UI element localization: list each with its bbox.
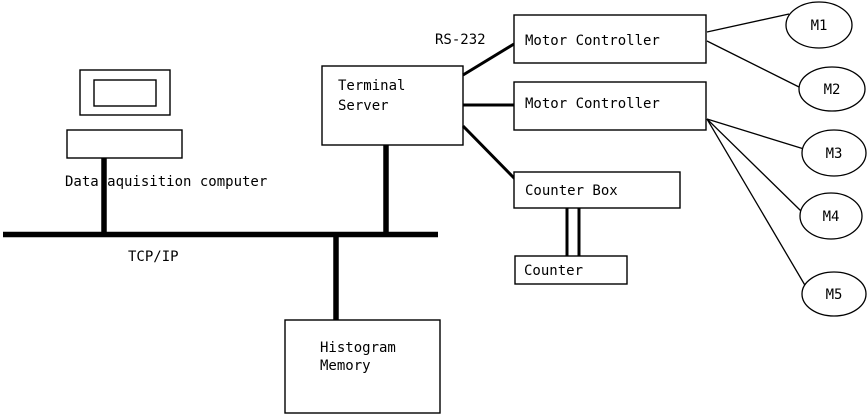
link-terminal-server-to-motor-controller-1 xyxy=(462,42,515,77)
link-terminal-server-to-counter-box xyxy=(461,124,518,182)
counter-box-small-rect[interactable] xyxy=(514,255,628,285)
link-motor-controller-1-to-m2 xyxy=(706,40,802,89)
motor-m3-label: M3 xyxy=(826,146,843,162)
motor-controller-1-node[interactable]: Motor Controller xyxy=(513,14,707,64)
link-motor-controller-1-to-m1 xyxy=(706,13,790,33)
link-motor-controller-2-to-m3 xyxy=(706,118,805,150)
motor-m4-label: M4 xyxy=(823,209,840,225)
motor-m1-ellipse[interactable] xyxy=(785,1,853,49)
tcpip-bus-group xyxy=(3,143,438,322)
motor-controller-2-node[interactable]: Motor Controller xyxy=(513,81,707,131)
motor-m5-label: M5 xyxy=(826,287,843,303)
link-motor-controller-2-to-m5 xyxy=(706,118,807,288)
terminal-server-box[interactable] xyxy=(321,65,464,146)
link-motor-controller-2-to-m4 xyxy=(706,118,802,212)
rs232-link-group xyxy=(461,42,518,182)
histogram-memory-node[interactable]: Histogram Memory xyxy=(284,319,441,414)
tcpip-bus-label: TCP/IP xyxy=(128,249,179,265)
motor-controller-2-box[interactable] xyxy=(513,81,707,131)
data-acquisition-computer-node[interactable] xyxy=(66,69,183,159)
motor-m3-ellipse[interactable] xyxy=(801,129,867,177)
histogram-memory-box[interactable] xyxy=(284,319,441,414)
terminal-server-label-line2: Server xyxy=(338,98,389,114)
motor-m3-node[interactable]: M3 xyxy=(801,129,867,177)
data-acquisition-computer-label: Data aquisition computer xyxy=(65,174,267,190)
motor-controller-1-box[interactable] xyxy=(513,14,707,64)
counter-box-label: Counter Box xyxy=(525,183,618,199)
motor-links-controller-2 xyxy=(706,118,807,288)
rs232-link-label: RS-232 xyxy=(435,32,486,48)
motor-links-controller-1 xyxy=(706,13,802,89)
computer-screen-icon xyxy=(93,79,157,107)
motor-m4-node[interactable]: M4 xyxy=(799,192,863,240)
counter-node[interactable]: Counter xyxy=(514,208,628,285)
histogram-memory-label-line1: Histogram xyxy=(320,340,396,356)
motor-m4-ellipse[interactable] xyxy=(799,192,863,240)
motor-m2-node[interactable]: M2 xyxy=(798,66,866,112)
motor-m1-label: M1 xyxy=(811,18,828,34)
computer-base-icon xyxy=(66,129,183,159)
counter-box-rect[interactable] xyxy=(513,171,681,209)
motor-m5-node[interactable]: M5 xyxy=(801,271,867,317)
motor-m2-label: M2 xyxy=(824,82,841,98)
terminal-server-label-line1: Terminal xyxy=(338,78,405,94)
motor-m5-ellipse[interactable] xyxy=(801,271,867,317)
counter-label: Counter xyxy=(524,263,583,279)
motor-m2-ellipse[interactable] xyxy=(798,66,866,112)
histogram-memory-label-line2: Memory xyxy=(320,358,371,374)
motor-m1-node[interactable]: M1 xyxy=(785,1,853,49)
counter-box-node[interactable]: Counter Box xyxy=(513,171,681,209)
motor-controller-1-label: Motor Controller xyxy=(525,33,660,49)
terminal-server-node[interactable]: Terminal Server xyxy=(321,65,464,146)
motor-controller-2-label: Motor Controller xyxy=(525,96,660,112)
